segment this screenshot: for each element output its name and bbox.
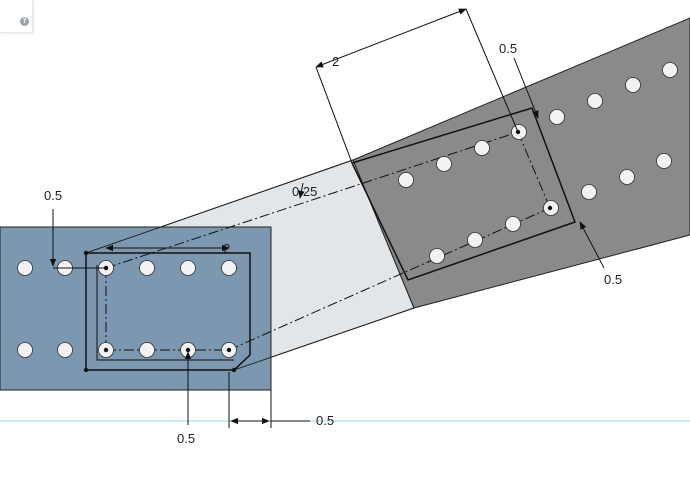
connector-outline [85,159,354,254]
dim-left-side-offset[interactable]: 0.5 [316,413,334,428]
connector-outline-lower [233,307,415,371]
left-sketch-profile[interactable] [85,252,251,371]
question-icon[interactable]: ? [20,17,29,26]
dimension-lines [49,8,605,428]
hole [505,216,521,232]
dim-left-width[interactable]: 2 [223,241,230,256]
hole [139,260,155,276]
left-beam-holes [17,260,237,358]
hole [436,156,452,172]
hole [398,172,414,188]
dim-top-left-offset[interactable]: 0.5 [44,188,62,203]
dim-right-top-offset[interactable]: 0.5 [499,41,517,56]
hole [467,232,483,248]
hole [474,140,490,156]
dim-right-width[interactable]: 2 [332,54,339,69]
hole [581,184,597,200]
left-beam[interactable] [0,226,272,391]
hole [656,153,672,169]
hole [587,93,603,109]
hole [17,260,33,276]
dim-left-bottom-offset[interactable]: 0.5 [177,431,195,446]
hole [549,109,565,125]
right-sketch-profile[interactable] [350,107,576,281]
hole [662,62,678,78]
dim-right-side-offset[interactable]: 0.5 [604,272,622,287]
right-beam[interactable] [352,17,690,309]
sketch-points [83,129,553,373]
dim-connector-offset[interactable]: 0.25 [292,184,317,199]
hole [429,248,445,264]
right-beam-holes [398,62,678,264]
hole [57,342,73,358]
hole [180,260,196,276]
hole [139,342,155,358]
hole [619,169,635,185]
hole [625,77,641,93]
help-panel[interactable]: ? [0,0,33,33]
hole [17,342,33,358]
hole [221,260,237,276]
